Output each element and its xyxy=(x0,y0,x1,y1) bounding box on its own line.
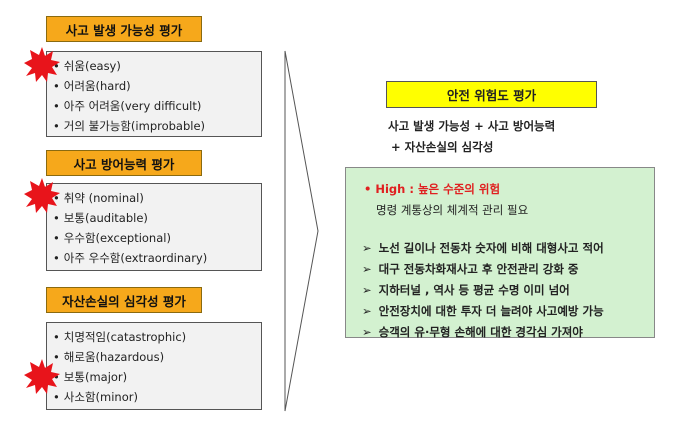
list-item: 어려움(hard) xyxy=(53,76,261,96)
risk-level-note: 명령 계통상의 체계적 관리 필요 xyxy=(376,203,529,217)
likelihood-header: 사고 발생 가능성 평가 xyxy=(46,16,202,42)
defense-panel: 취약 (nominal) 보통(auditable) 우수함(exception… xyxy=(46,183,262,271)
list-item: 아주 어려움(very difficult) xyxy=(53,96,261,116)
formula-line-2: + 자산손실의 심각성 xyxy=(391,140,494,154)
severity-list: 치명적임(catastrophic) 해로움(hazardous) 보통(maj… xyxy=(47,323,261,407)
list-item: 쉬움(easy) xyxy=(53,56,261,76)
severity-panel: 치명적임(catastrophic) 해로움(hazardous) 보통(maj… xyxy=(46,322,262,410)
severity-header: 자산손실의 심각성 평가 xyxy=(46,287,202,313)
result-panel: • High : 높은 수준의 위험 명령 계통상의 체계적 관리 필요 노선 … xyxy=(345,167,655,339)
flow-arrow-icon xyxy=(284,50,319,412)
defense-list: 취약 (nominal) 보통(auditable) 우수함(exception… xyxy=(47,184,261,268)
burst-marker-icon xyxy=(24,359,60,394)
likelihood-list: 쉬움(easy) 어려움(hard) 아주 어려움(very difficult… xyxy=(47,52,261,136)
list-item: 노선 길이나 전동차 숫자에 비해 대형사고 적어 xyxy=(362,238,604,259)
risk-level: High : 높은 수준의 위험 xyxy=(375,182,501,196)
burst-marker-icon xyxy=(24,178,60,213)
findings-list: 노선 길이나 전동차 숫자에 비해 대형사고 적어 대구 전동차화재사고 후 안… xyxy=(362,238,604,343)
defense-header: 사고 방어능력 평가 xyxy=(46,150,202,176)
likelihood-panel: 쉬움(easy) 어려움(hard) 아주 어려움(very difficult… xyxy=(46,51,262,137)
list-item: 거의 불가능함(improbable) xyxy=(53,116,261,136)
list-item: 보통(auditable) xyxy=(53,208,261,228)
list-item: 사소함(minor) xyxy=(53,387,261,407)
list-item: 지하터널 , 역사 등 평균 수명 이미 넘어 xyxy=(362,280,604,301)
list-item: 아주 우수함(extraordinary) xyxy=(53,248,261,268)
list-item: 대구 전동차화재사고 후 안전관리 강화 중 xyxy=(362,259,604,280)
risk-bullet: • xyxy=(364,182,376,196)
list-item: 안전장치에 대한 투자 더 늘려야 사고예방 가능 xyxy=(362,301,604,322)
list-item: 승객의 유·무형 손해에 대한 경각심 가져야 xyxy=(362,322,604,343)
list-item: 보통(major) xyxy=(53,367,261,387)
list-item: 우수함(exceptional) xyxy=(53,228,261,248)
list-item: 치명적임(catastrophic) xyxy=(53,327,261,347)
list-item: 해로움(hazardous) xyxy=(53,347,261,367)
burst-marker-icon xyxy=(24,47,60,82)
list-item: 취약 (nominal) xyxy=(53,188,261,208)
result-title: 안전 위험도 평가 xyxy=(386,81,597,108)
formula-line-1: 사고 발생 가능성 + 사고 방어능력 xyxy=(388,119,556,133)
